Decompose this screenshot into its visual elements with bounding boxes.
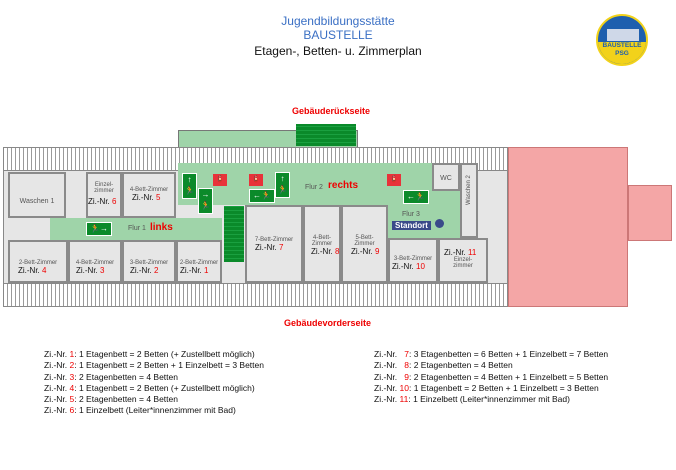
rear-staircase xyxy=(296,124,356,146)
closed-wing xyxy=(508,147,628,307)
exit-right-icon: 🏃→ xyxy=(86,222,112,236)
legend-item: Zi.-Nr. 3: 2 Etagenbetten = 4 Betten xyxy=(44,371,178,382)
flur1-label: Flur 1 xyxy=(128,225,146,232)
roof-front xyxy=(3,283,508,307)
legend-left: Zi.-Nr. 1: 1 Etagenbett = 2 Betten (+ Zu… xyxy=(44,349,264,417)
standort-marker: Standort xyxy=(392,221,431,230)
main-staircase xyxy=(224,206,244,262)
flur2-label: Flur 2 xyxy=(305,184,323,191)
exit-up-icon: ↑🏃 xyxy=(275,172,290,198)
flur3-label: Flur 3 xyxy=(402,211,420,218)
title-line2: BAUSTELLE xyxy=(303,28,373,42)
fire-extinguisher-icon: 🧯 xyxy=(213,174,227,186)
links-label: links xyxy=(150,222,173,233)
legend-item: Zi.-Nr. 8: 2 Etagenbetten = 4 Betten xyxy=(374,360,513,371)
closed-wing-annex xyxy=(628,185,672,241)
legend-item: Zi.-Nr. 1: 1 Etagenbett = 2 Betten (+ Zu… xyxy=(44,349,255,359)
legend-item: Zi.-Nr. 4: 1 Etagenbett = 2 Betten (+ Zu… xyxy=(44,382,255,393)
wc: WC xyxy=(432,163,460,191)
legend-right: Zi.-Nr. 7: 3 Etagenbetten = 6 Betten + 1… xyxy=(374,349,608,405)
front-side-label: Gebäudevorderseite xyxy=(284,318,372,328)
legend-item: Zi.-Nr. 7: 3 Etagenbetten = 6 Betten + 1… xyxy=(374,349,609,359)
fire-extinguisher-icon: 🧯 xyxy=(387,174,401,186)
legend-item: Zi.-Nr. 9: 2 Etagenbetten = 4 Betten + 1… xyxy=(374,371,609,382)
exit-left-icon: ←🏃 xyxy=(249,189,275,203)
room-6: Einzel-zimmer Zi.-Nr. 6 xyxy=(86,172,122,218)
legend-item: Zi.-Nr. 10: 1 Etagenbett = 2 Betten + 1 … xyxy=(374,382,599,393)
title-line3: Etagen-, Betten- u. Zimmerplan xyxy=(254,44,422,58)
legend-item: Zi.-Nr. 2: 1 Etagenbett = 2 Betten + 1 E… xyxy=(44,360,264,371)
title-line1: Jugendbildungsstätte xyxy=(281,14,395,28)
legend-item: Zi.-Nr. 6: 1 Einzelbett (Leiter*innenzim… xyxy=(44,405,236,416)
exit-up-icon: ↑🏃 xyxy=(182,173,197,199)
rechts-label: rechts xyxy=(328,180,359,191)
back-side-label: Gebäuderückseite xyxy=(292,106,371,116)
waschen-1: Waschen 1 xyxy=(8,172,66,218)
exit-left-icon: ←🏃 xyxy=(403,190,429,204)
fire-extinguisher-icon: 🧯 xyxy=(249,174,263,186)
waschen-2: Waschen 2 xyxy=(460,163,478,238)
location-dot-icon xyxy=(435,219,444,228)
legend-item: Zi.-Nr. 11: 1 Einzelbett (Leiter*innenzi… xyxy=(374,394,570,405)
room-5: 4-Bett-Zimmer Zi.-Nr. 5 xyxy=(122,172,176,218)
legend-item: Zi.-Nr. 5: 2 Etagenbetten = 4 Betten xyxy=(44,394,178,405)
exit-right-icon: →🏃 xyxy=(198,188,213,214)
